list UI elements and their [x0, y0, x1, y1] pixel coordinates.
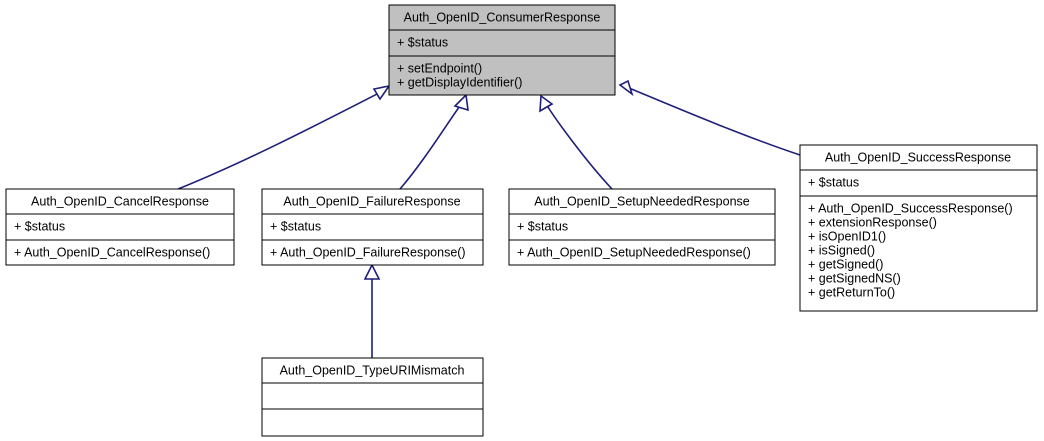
class-node-success-response[interactable]: Auth_OpenID_SuccessResponse + $status + … — [799, 144, 1038, 312]
class-name: Auth_OpenID_ConsumerResponse — [404, 10, 601, 24]
class-box[interactable] — [5, 188, 235, 266]
class-name: Auth_OpenID_FailureResponse — [283, 194, 460, 208]
edge-line — [545, 103, 613, 190]
class-attribute: + $status — [14, 219, 65, 233]
class-name: Auth_OpenID_SetupNeededResponse — [534, 194, 749, 208]
class-name: Auth_OpenID_TypeURIMismatch — [280, 363, 465, 377]
class-attribute: + $status — [808, 175, 859, 189]
class-method: + getReturnTo() — [808, 285, 895, 299]
inheritance-arrowhead — [618, 79, 634, 97]
class-box[interactable] — [261, 357, 484, 437]
class-method: + Auth_OpenID_FailureResponse() — [270, 245, 466, 259]
edge-setup-needed-response-to-consumer-response — [539, 94, 613, 190]
edge-cancel-response-to-consumer-response — [177, 84, 391, 190]
class-attribute: + $status — [270, 219, 321, 233]
class-method: + setEndpoint() — [397, 61, 482, 75]
class-node-cancel-response[interactable]: Auth_OpenID_CancelResponse + $status + A… — [5, 188, 235, 266]
class-attribute: + $status — [517, 219, 568, 233]
inheritance-arrowhead — [539, 94, 554, 113]
edge-line — [399, 102, 463, 190]
edge-group — [177, 79, 801, 358]
class-attribute: + $status — [397, 35, 448, 49]
edge-failure-response-to-consumer-response — [399, 93, 469, 190]
class-method: + getSignedNS() — [808, 271, 901, 285]
class-box[interactable] — [261, 188, 484, 266]
class-method: + isOpenID1() — [808, 229, 886, 243]
class-node-consumer-response[interactable]: Auth_OpenID_ConsumerResponse + $status +… — [388, 4, 616, 96]
class-node-type-uri-mismatch[interactable]: Auth_OpenID_TypeURIMismatch — [261, 357, 484, 437]
class-method: + getDisplayIdentifier() — [397, 75, 522, 89]
class-method: + Auth_OpenID_SuccessResponse() — [808, 201, 1013, 215]
edge-success-response-to-consumer-response — [618, 79, 801, 156]
class-method: + extensionResponse() — [808, 215, 937, 229]
class-box[interactable] — [799, 144, 1038, 312]
inheritance-arrowhead — [453, 93, 469, 112]
edge-line — [177, 89, 386, 190]
edge-type-uri-mismatch-to-failure-response — [363, 263, 381, 358]
class-box[interactable] — [508, 188, 776, 266]
class-name: Auth_OpenID_SuccessResponse — [825, 150, 1011, 164]
class-node-setup-needed-response[interactable]: Auth_OpenID_SetupNeededResponse + $statu… — [508, 188, 776, 266]
edge-line — [628, 87, 801, 156]
class-method: + Auth_OpenID_CancelResponse() — [14, 245, 210, 259]
class-method: + Auth_OpenID_SetupNeededResponse() — [517, 245, 751, 259]
class-method: + isSigned() — [808, 243, 875, 257]
class-node-failure-response[interactable]: Auth_OpenID_FailureResponse + $status + … — [261, 188, 484, 266]
class-method: + getSigned() — [808, 257, 883, 271]
inheritance-arrowhead — [372, 84, 391, 101]
class-name: Auth_OpenID_CancelResponse — [31, 194, 209, 208]
class-box[interactable] — [388, 4, 616, 96]
inheritance-arrowhead — [363, 263, 381, 280]
